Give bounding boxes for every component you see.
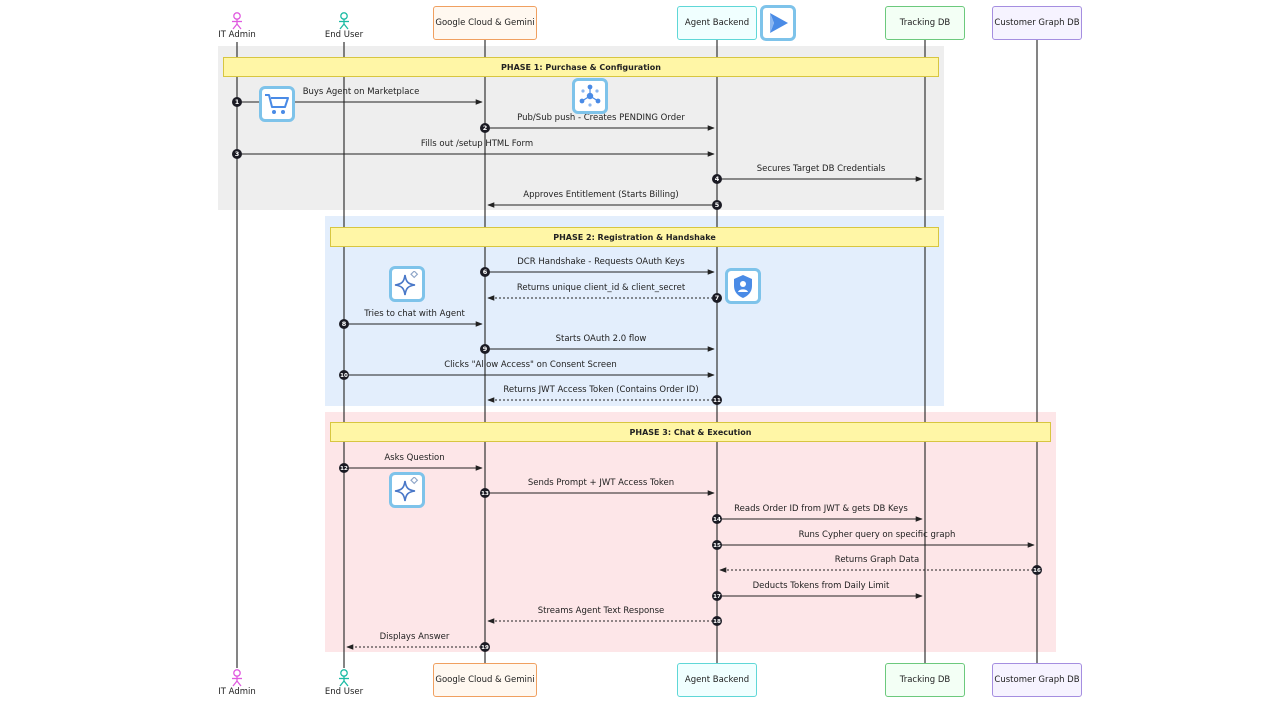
- message-step-number: 2: [480, 123, 490, 133]
- svg-text:19: 19: [481, 645, 489, 651]
- message-step-number: 8: [339, 319, 349, 329]
- actor-admin-top: IT Admin: [218, 30, 256, 40]
- actor-user-bottom: End User: [324, 687, 364, 697]
- message-step-number: 14: [712, 514, 722, 524]
- message-step-number: 7: [712, 293, 722, 303]
- svg-text:2: 2: [483, 124, 488, 132]
- person-icon: [232, 12, 242, 30]
- message-label: Starts OAuth 2.0 flow: [555, 334, 647, 344]
- phase-3-region: [325, 412, 1056, 652]
- message-label: Sends Prompt + JWT Access Token: [527, 478, 675, 488]
- svg-text:13: 13: [481, 491, 489, 497]
- svg-text:17: 17: [713, 594, 721, 600]
- message-label: Deducts Tokens from Daily Limit: [752, 581, 890, 591]
- message-label: Reads Order ID from JWT & gets DB Keys: [734, 504, 908, 514]
- svg-text:7: 7: [715, 294, 720, 302]
- message-step-number: 19: [480, 642, 490, 652]
- agent-play-icon: [760, 5, 796, 41]
- message-label: Clicks "Allow Access" on Consent Screen: [444, 360, 617, 370]
- message-label: Pub/Sub push - Creates PENDING Order: [517, 113, 685, 123]
- actor-user-top: End User: [324, 30, 364, 40]
- person-icon: [339, 669, 349, 687]
- message-label: Returns unique client_id & client_secret: [516, 283, 686, 293]
- message-step-number: 12: [339, 463, 349, 473]
- message-label: DCR Handshake - Requests OAuth Keys: [517, 257, 685, 267]
- message-label: Displays Answer: [379, 632, 450, 642]
- shield-user-icon: [725, 268, 761, 304]
- svg-text:14: 14: [713, 517, 721, 523]
- phase-1-title: PHASE 1: Purchase & Configuration: [223, 57, 939, 77]
- message-label: Runs Cypher query on specific graph: [798, 530, 956, 540]
- message-step-number: 10: [339, 370, 349, 380]
- phase-2-region: [325, 216, 944, 406]
- message-step-number: 13: [480, 488, 490, 498]
- person-icon: [232, 669, 242, 687]
- message-step-number: 1: [232, 97, 242, 107]
- message-step-number: 6: [480, 267, 490, 277]
- message-step-number: 18: [712, 616, 722, 626]
- message-step-number: 11: [712, 395, 722, 405]
- gemini-sparkle-icon: [389, 472, 425, 508]
- message-label: Fills out /setup HTML Form: [420, 139, 534, 149]
- phase-2-title: PHASE 2: Registration & Handshake: [330, 227, 939, 247]
- svg-text:8: 8: [342, 320, 347, 328]
- svg-text:16: 16: [1033, 568, 1041, 574]
- svg-text:6: 6: [483, 268, 488, 276]
- message-label: Secures Target DB Credentials: [756, 164, 886, 174]
- svg-text:9: 9: [483, 345, 488, 353]
- svg-text:4: 4: [715, 175, 720, 183]
- participant-gcp-top: Google Cloud & Gemini: [433, 6, 537, 40]
- svg-text:18: 18: [713, 619, 721, 625]
- message-label: Returns JWT Access Token (Contains Order…: [503, 385, 699, 395]
- svg-text:12: 12: [340, 466, 348, 472]
- message-step-number: 17: [712, 591, 722, 601]
- message-step-number: 9: [480, 344, 490, 354]
- message-label: Approves Entitlement (Starts Billing): [523, 190, 679, 200]
- phase-3-title: PHASE 3: Chat & Execution: [330, 422, 1051, 442]
- gemini-sparkle-icon: [389, 266, 425, 302]
- svg-text:10: 10: [340, 373, 348, 379]
- participant-graph-bottom: Customer Graph DB: [992, 663, 1082, 697]
- person-icon: [339, 12, 349, 30]
- message-step-number: 16: [1032, 565, 1042, 575]
- participant-graph-top: Customer Graph DB: [992, 6, 1082, 40]
- message-label: Buys Agent on Marketplace: [302, 87, 420, 97]
- participant-backend-top: Agent Backend: [677, 6, 757, 40]
- message-label: Tries to chat with Agent: [364, 309, 465, 319]
- participant-tracking-top: Tracking DB: [885, 6, 965, 40]
- svg-text:1: 1: [235, 98, 240, 106]
- message-step-number: 4: [712, 174, 722, 184]
- message-label: Asks Question: [384, 453, 445, 463]
- message-step-number: 5: [712, 200, 722, 210]
- message-step-number: 15: [712, 540, 722, 550]
- svg-text:11: 11: [713, 398, 721, 404]
- actor-admin-bottom: IT Admin: [218, 687, 256, 697]
- svg-text:15: 15: [713, 543, 721, 549]
- message-step-number: 3: [232, 149, 242, 159]
- participant-gcp-bottom: Google Cloud & Gemini: [433, 663, 537, 697]
- participant-tracking-bottom: Tracking DB: [885, 663, 965, 697]
- message-label: Streams Agent Text Response: [537, 606, 665, 616]
- svg-text:5: 5: [715, 201, 720, 209]
- participant-backend-bottom: Agent Backend: [677, 663, 757, 697]
- cart-icon: [259, 86, 295, 122]
- svg-text:3: 3: [235, 150, 240, 158]
- pubsub-icon: [572, 78, 608, 114]
- message-label: Returns Graph Data: [834, 555, 920, 565]
